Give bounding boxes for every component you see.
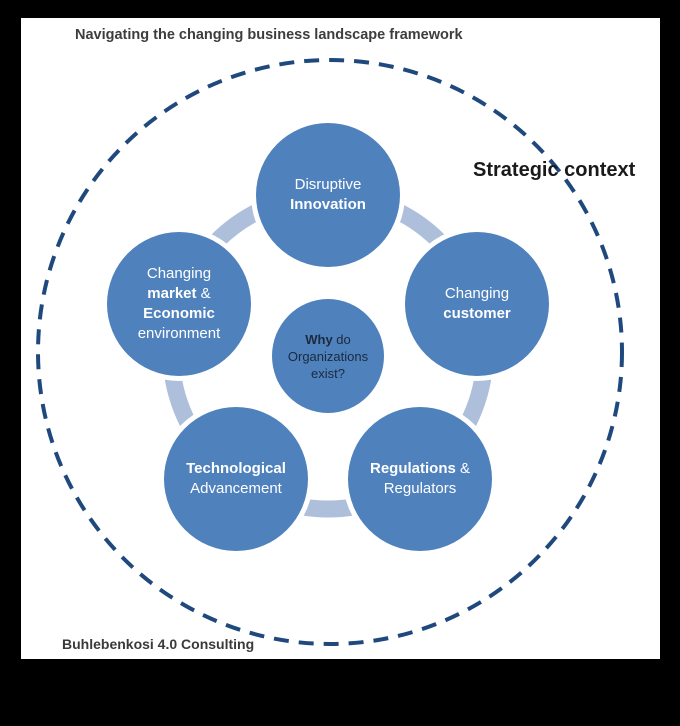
node-label: Regulations & Regulators: [369, 460, 471, 497]
diagram-title: Navigating the changing business landsca…: [75, 27, 463, 43]
strategic-context-label: Strategic context: [473, 159, 636, 181]
node-label: Why do Organizations exist?: [287, 331, 369, 381]
strategic-boundary-dashed-circle: [36, 58, 624, 646]
footer-brand: Buhlebenkosi 4.0 Consulting: [62, 636, 255, 652]
node-regulations-regulators: Regulations & Regulators: [348, 407, 492, 551]
node-changing-market-economic-environment: Changing market & Economic environment: [107, 232, 251, 376]
node-label: Changing customer: [443, 285, 511, 322]
node-technological-advancement: Technological Advancement: [164, 407, 308, 551]
node-why-organizations-exist: Why do Organizations exist?: [272, 299, 384, 413]
node-changing-customer: Changing customer: [405, 232, 549, 376]
node-label: Disruptive Innovation: [290, 176, 366, 213]
node-label: Changing market & Economic environment: [137, 265, 221, 342]
node-disruptive-innovation: Disruptive Innovation: [256, 123, 400, 267]
node-label: Technological Advancement: [186, 460, 286, 497]
slide-canvas: Navigating the changing business landsca…: [21, 18, 660, 659]
